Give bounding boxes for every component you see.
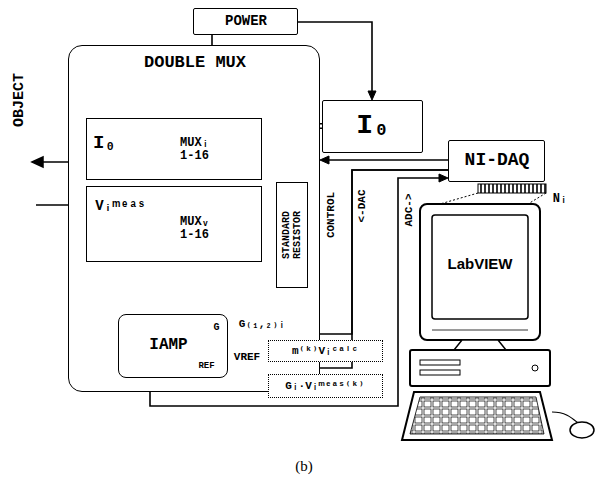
node-title: NI-DAQ: [465, 151, 530, 171]
mouse: [570, 422, 594, 438]
power-button: [532, 365, 538, 371]
node-text: G: [213, 321, 219, 332]
monitor: [420, 204, 540, 340]
arrow-head: [320, 156, 329, 164]
software-label: LabVIEW: [447, 256, 512, 273]
amplifier-box: IAMP G REF: [118, 314, 228, 378]
current-source-box: I₀: [322, 100, 423, 153]
node-title: I₀: [93, 132, 116, 153]
node-title: Gᵢ·Vᵢᵐᵉᵃˢ⁽ᵏ⁾: [285, 380, 364, 392]
node-title: STANDARD RESISTOR: [281, 210, 303, 258]
signal-name: ADC->: [403, 193, 415, 226]
wire-line: [329, 159, 448, 161]
multiplexer-box: I₀ MUXᵢ 1-16: [86, 118, 262, 180]
drive-slot: [420, 370, 460, 375]
node-text: REF: [198, 362, 214, 372]
signal-wire: [212, 35, 213, 45]
signal-note: Gᵢ·Vᵢᵐᵉᵃˢ⁽ᵏ⁾: [268, 374, 383, 398]
node-title: DOUBLE MUX: [144, 54, 246, 73]
mouse-cord: [552, 412, 578, 423]
daq-connector: [440, 184, 546, 204]
screen: [432, 215, 528, 319]
signal-note: m⁽ᵏ⁾Vᵢᶜᵃˡᶜ: [268, 340, 383, 362]
node-title: IAMP: [149, 337, 187, 355]
node-title: Vᵢᵐᵉᵃˢ: [95, 199, 145, 214]
signal-name: VREF: [234, 351, 260, 363]
wire-line: [211, 35, 213, 45]
computer-case: [410, 350, 550, 386]
object-label: OBJECT: [12, 73, 29, 127]
power-box: POWER: [193, 8, 298, 35]
keyboard-keys: [410, 397, 544, 434]
node-title: I₀: [356, 111, 390, 142]
node-title: m⁽ᵏ⁾Vᵢᶜᵃˡᶜ: [292, 345, 358, 357]
keyboard: [402, 392, 552, 440]
connector-pins: [478, 184, 546, 193]
node-text: MUXᵥ 1-16: [180, 215, 209, 241]
signal-wire: [320, 156, 448, 164]
node-text: MUXᵢ 1-16: [180, 136, 209, 162]
daq-box: NI-DAQ: [448, 140, 545, 182]
arrow-head: [368, 91, 376, 100]
monitor-stand: [454, 340, 506, 350]
signal-name: <-DAC: [356, 189, 368, 222]
multiplexer-box: VᵢᵐᵉᵃˢMUXᵥ 1-16: [86, 186, 262, 262]
leader-line: [440, 193, 478, 204]
monitor-detail: [432, 330, 528, 331]
computer: [402, 204, 594, 440]
leader-line: [528, 193, 546, 204]
signal-name: G₍₁,₂₎ᵢ: [239, 318, 285, 330]
arrow-head: [32, 157, 43, 167]
node-title: POWER: [225, 14, 267, 29]
arrow-head: [439, 174, 448, 182]
resistor-box: STANDARD RESISTOR: [276, 182, 308, 288]
caption: (b): [295, 458, 313, 475]
signal-name: CONTROL: [325, 192, 337, 238]
channel-label: Nᵢ: [553, 193, 567, 206]
drive-slot: [420, 360, 460, 365]
